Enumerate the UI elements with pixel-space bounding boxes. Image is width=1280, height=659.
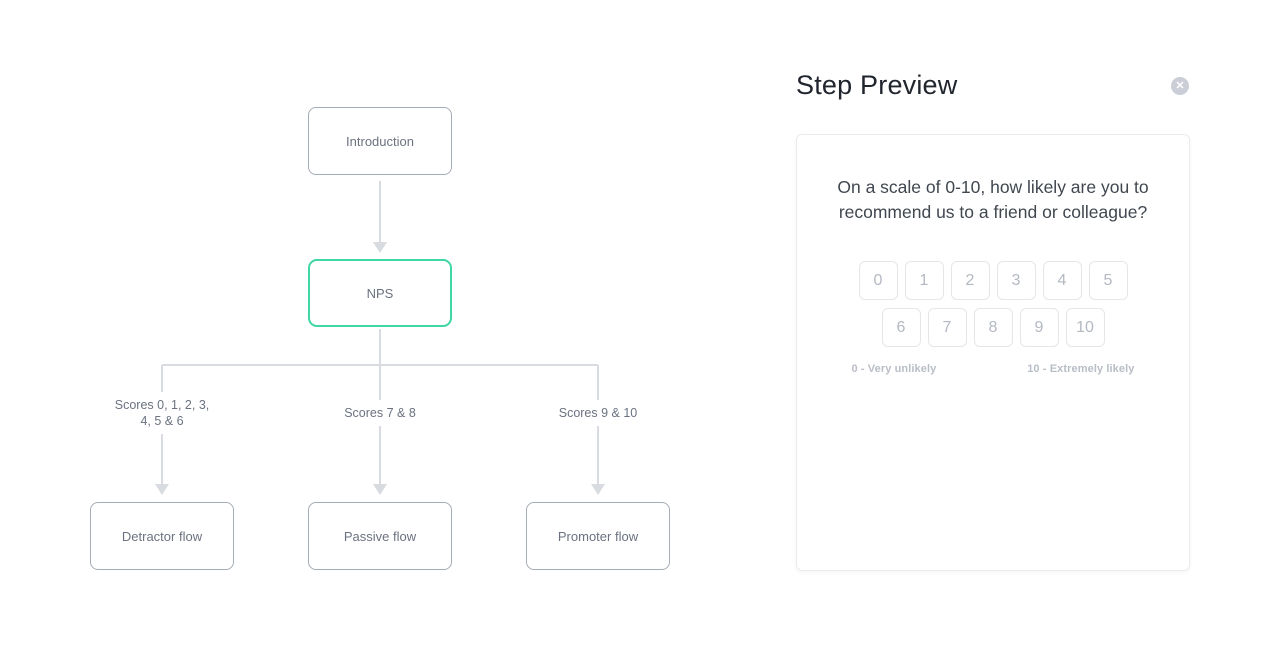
scale-button-2[interactable]: 2 [950, 261, 990, 300]
scale-max-label: 10 - Extremely likely [1027, 363, 1135, 375]
edge-label-detractor-line1: Scores 0, 1, 2, 3, [114, 398, 210, 412]
node-promoter-flow[interactable]: Promoter flow [526, 502, 670, 570]
step-preview-card: On a scale of 0-10, how likely are you t… [796, 134, 1190, 571]
nps-question-text: On a scale of 0-10, how likely are you t… [837, 177, 1149, 222]
nps-scale-row-2: 6 7 8 9 10 [881, 308, 1105, 347]
nps-scale: 0 1 2 3 4 5 6 7 8 9 10 [797, 261, 1189, 347]
node-introduction-label: Introduction [346, 133, 414, 149]
node-introduction[interactable]: Introduction [308, 107, 452, 175]
scale-button-4[interactable]: 4 [1042, 261, 1082, 300]
scale-button-1[interactable]: 1 [904, 261, 944, 300]
scale-min-label: 0 - Very unlikely [851, 363, 937, 375]
close-icon[interactable]: ✕ [1171, 77, 1189, 95]
scale-button-0[interactable]: 0 [858, 261, 898, 300]
edge-label-passive-scores: Scores 7 & 8 [310, 400, 450, 426]
node-detractor-flow[interactable]: Detractor flow [90, 502, 234, 570]
scale-button-5[interactable]: 5 [1088, 261, 1128, 300]
panel-title: Step Preview [796, 70, 958, 100]
scale-button-3[interactable]: 3 [996, 261, 1036, 300]
flow-diagram: Introduction NPS Scores 0, 1, 2, 3, 4, 5… [90, 107, 670, 570]
node-passive-label: Passive flow [343, 528, 417, 544]
scale-button-6[interactable]: 6 [881, 308, 921, 347]
step-preview-header: Step Preview ✕ [796, 70, 1190, 101]
scale-button-10[interactable]: 10 [1065, 308, 1105, 347]
node-detractor-label: Detractor flow [121, 528, 203, 544]
node-nps-label: NPS [366, 285, 394, 301]
edge-label-detractor-line2: 4, 5 & 6 [140, 414, 184, 428]
node-passive-flow[interactable]: Passive flow [308, 502, 452, 570]
nps-scale-row-1: 0 1 2 3 4 5 [858, 261, 1128, 300]
edge-label-detractor-scores: Scores 0, 1, 2, 3, 4, 5 & 6 [92, 392, 232, 434]
node-nps-selected[interactable]: NPS [308, 259, 452, 327]
scale-button-9[interactable]: 9 [1019, 308, 1059, 347]
scale-button-8[interactable]: 8 [973, 308, 1013, 347]
nps-scale-end-labels: 0 - Very unlikely 10 - Extremely likely [852, 363, 1135, 375]
scale-button-7[interactable]: 7 [927, 308, 967, 347]
node-promoter-label: Promoter flow [557, 528, 639, 544]
edge-label-promoter-scores: Scores 9 & 10 [528, 400, 668, 426]
